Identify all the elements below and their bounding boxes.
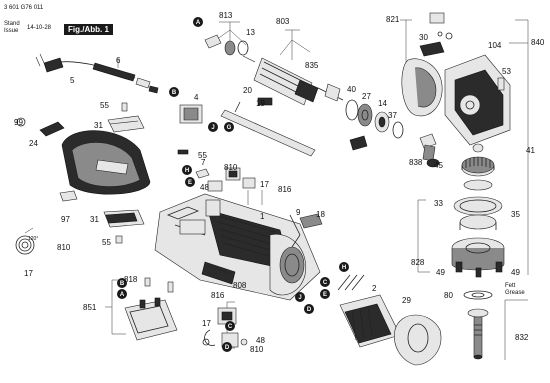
callout-1: 1 (260, 212, 265, 221)
marker-c-1: C (228, 324, 233, 330)
callout-30: 30 (419, 33, 428, 42)
callout-810-a: 810 (224, 163, 238, 172)
callout-24: 24 (29, 139, 38, 148)
callout-55-c: 55 (102, 238, 111, 247)
marker-j-1: J (211, 125, 214, 131)
marker-d-2: D (307, 307, 312, 313)
callout-851: 851 (83, 303, 97, 312)
marker-b-1: B (172, 90, 177, 96)
electronics-module (201, 167, 323, 285)
issue-label: Issue (4, 28, 19, 34)
callout-13: 13 (246, 28, 255, 37)
callout-821: 821 (386, 15, 400, 24)
grease-washer (463, 290, 493, 300)
callout-20: 20 (243, 86, 252, 95)
callout-45: 45 (434, 161, 443, 170)
callout-31-a: 31 (94, 121, 103, 130)
callout-832: 832 (515, 333, 529, 342)
callout-813: 813 (219, 11, 233, 20)
callout-18: 18 (316, 210, 325, 219)
callout-29: 29 (402, 296, 411, 305)
switch-cover-assembly (16, 102, 151, 244)
callout-7: 7 (201, 158, 206, 167)
callout-120-degrees: 120° (28, 236, 38, 242)
callout-9: 9 (296, 208, 301, 217)
callout-104: 104 (488, 41, 502, 50)
fett-label: Fett (505, 283, 516, 289)
figure-label: Fig./Abb. 1 (64, 24, 113, 35)
callout-840: 840 (531, 38, 545, 47)
brush-carrier (124, 277, 178, 341)
callout-5: 5 (70, 76, 75, 85)
power-cable-assembly (35, 53, 159, 94)
callout-37: 37 (388, 111, 397, 120)
callout-97: 97 (61, 215, 70, 224)
callout-49-a: 49 (436, 268, 445, 277)
callout-14: 14 (378, 99, 387, 108)
marker-g-1: G (227, 125, 232, 131)
marker-h-2: H (342, 265, 346, 271)
callout-40: 40 (347, 85, 356, 94)
marker-e-2: E (323, 292, 327, 298)
callout-816-b: 816 (211, 291, 225, 300)
callout-838: 838 (409, 158, 423, 167)
callout-33: 33 (434, 199, 443, 208)
callout-19: 19 (256, 99, 265, 108)
marker-d-1: D (225, 345, 230, 351)
callout-55-b: 55 (198, 151, 207, 160)
bearing-flange (453, 196, 503, 230)
callout-17-c: 17 (202, 319, 211, 328)
marker-b-2: B (120, 281, 125, 287)
spindle-shaft (467, 308, 489, 360)
marker-c-2: C (323, 280, 328, 286)
spring-part (15, 227, 35, 255)
grease-label: Grease (505, 290, 525, 296)
callout-49-b: 49 (511, 268, 520, 277)
callout-4: 4 (194, 93, 199, 102)
callout-labels: 813 803 821 840 104 30 13 835 6 5 53 40 … (14, 11, 545, 354)
callout-835: 835 (305, 61, 319, 70)
callout-80: 80 (444, 291, 453, 300)
marker-j-2: J (298, 295, 301, 301)
motor-housing (154, 149, 321, 301)
gear-head-cover (401, 12, 511, 146)
marker-h-1: H (185, 168, 189, 174)
marker-e-1: E (188, 180, 192, 186)
stator-assembly (337, 274, 442, 366)
marker-a-2: A (120, 292, 125, 298)
callout-35: 35 (511, 210, 520, 219)
callout-818: 818 (124, 275, 138, 284)
spindle-flange (451, 237, 505, 278)
callout-31-b: 31 (90, 215, 99, 224)
callout-17-a: 17 (260, 180, 269, 189)
callout-48-b: 48 (256, 336, 265, 345)
callout-17-b: 17 (24, 269, 33, 278)
callout-2: 2 (372, 284, 377, 293)
marker-a-1: A (196, 20, 201, 26)
connection-markers: A A B B C C D D E E G G H (117, 17, 349, 352)
callout-99: 99 (14, 118, 23, 127)
grease-note: Fett Grease (505, 283, 525, 296)
issue-date: 14-10-28 (27, 25, 52, 31)
stand-label: Stand (4, 21, 20, 27)
callout-810-c: 810 (250, 345, 264, 354)
callout-803: 803 (276, 17, 290, 26)
callout-810-b: 810 (57, 243, 71, 252)
callout-41: 41 (526, 146, 535, 155)
gear-bearings (345, 99, 440, 168)
field-magnet-parts (179, 97, 316, 157)
document-number: 3 601 G76 011 (4, 5, 44, 11)
armature-assembly (204, 34, 344, 106)
callout-55-a: 55 (100, 101, 109, 110)
callout-6: 6 (116, 56, 121, 65)
callout-816-a: 816 (278, 185, 292, 194)
callout-27: 27 (362, 92, 371, 101)
callout-48-a: 48 (200, 183, 209, 192)
spindle-gear (461, 143, 495, 191)
callout-53: 53 (502, 67, 511, 76)
callout-808: 808 (233, 281, 247, 290)
callout-828: 828 (411, 258, 425, 267)
